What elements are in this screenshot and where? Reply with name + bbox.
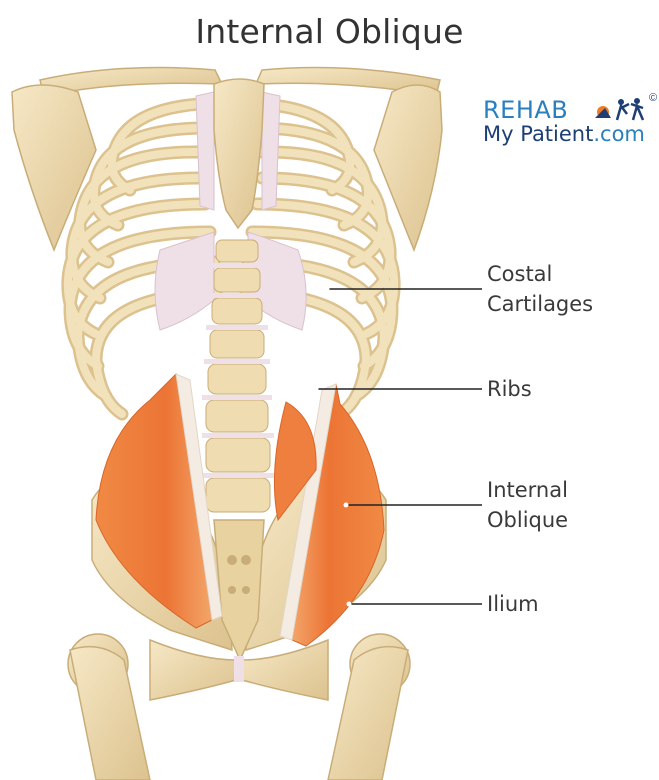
- label-internal-line1: Internal: [487, 475, 568, 505]
- logo-word-rehab: REHAB: [483, 96, 568, 124]
- label-costal-line1: Costal: [487, 259, 593, 289]
- logo-word-com: .com: [593, 122, 645, 146]
- exercise-figures-icon: [593, 96, 653, 122]
- logo-word-mypatient: My Patient: [483, 122, 593, 146]
- label-costal-line2: Cartilages: [487, 289, 593, 319]
- label-ribs: Ribs: [487, 374, 532, 404]
- rehab-my-patient-logo: REHAB © My Patient.com: [483, 96, 659, 156]
- label-costal-cartilages: Costal Cartilages: [487, 259, 593, 319]
- label-internal-line2: Oblique: [487, 505, 568, 535]
- logo-registered-mark: ©: [649, 92, 657, 104]
- label-ilium: Ilium: [487, 589, 539, 619]
- label-internal-oblique: Internal Oblique: [487, 475, 568, 535]
- logo-line2: My Patient.com: [483, 122, 645, 146]
